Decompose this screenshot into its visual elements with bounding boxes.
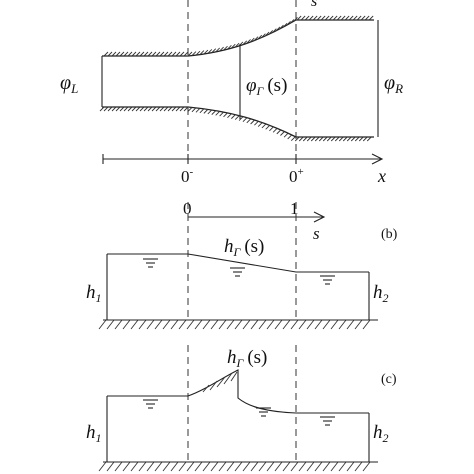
- panel-b-surface-symbol-left: [143, 258, 158, 268]
- channel-top-wall: [102, 19, 374, 57]
- panel-c-bed-hatching: [98, 461, 371, 472]
- panel-c-surface-symbol-mid: [256, 407, 271, 417]
- panel-c-water-surface: [107, 369, 369, 414]
- panel-c-label: (c): [381, 372, 397, 387]
- top-wall-hatching: [103, 15, 374, 57]
- s-tick-1-label: 1: [290, 199, 299, 218]
- panel-c-h2-label: h2: [373, 422, 389, 445]
- panel-c-surface-symbol-left: [143, 399, 158, 409]
- panel-c-hump-profile: (c) hΓ(s): [86, 345, 397, 472]
- panel-a-channel-plan: φL φR φΓ(s) s 0- 0+ x: [60, 0, 403, 186]
- x-tick-0-minus-label: 0-: [181, 166, 194, 186]
- panel-b-label: (b): [381, 227, 398, 242]
- panel-c-surface-symbol-right: [320, 416, 335, 426]
- x-axis-label: x: [377, 166, 386, 186]
- phi-L-label: φL: [60, 72, 78, 96]
- panel-b-h2-label: h2: [373, 282, 389, 305]
- panel-b-surface-symbol-right: [320, 275, 335, 285]
- panel-b-h1-label: h1: [86, 282, 102, 305]
- phi-R-label: φR: [384, 72, 403, 96]
- panel-b-h-gamma-label: hΓ(s): [224, 236, 264, 259]
- s-axis-arrowhead: [313, 211, 326, 223]
- panel-c-hump-hatching: [202, 371, 238, 393]
- panel-b-water-surface: [107, 253, 369, 273]
- panel-c-h-gamma-label: hΓ(s): [227, 347, 267, 370]
- bottom-wall-hatching: [99, 106, 372, 142]
- x-axis-arrowhead: [371, 153, 384, 165]
- channel-bottom-wall: [102, 106, 374, 138]
- panel-b-smooth-profile: 0 1 s (b) hΓ(s) h1 h2: [86, 199, 398, 330]
- x-tick-0-plus-label: 0+: [289, 166, 304, 186]
- phi-gamma-label: φΓ(s): [246, 75, 287, 98]
- s-axis-label: s: [313, 224, 320, 243]
- s-tick-0-label: 0: [183, 199, 192, 218]
- top-s-label: s: [311, 0, 317, 10]
- panel-b-surface-symbol-mid: [230, 267, 245, 277]
- panel-b-bed-hatching: [98, 319, 371, 330]
- panel-c-h1-label: h1: [86, 422, 102, 445]
